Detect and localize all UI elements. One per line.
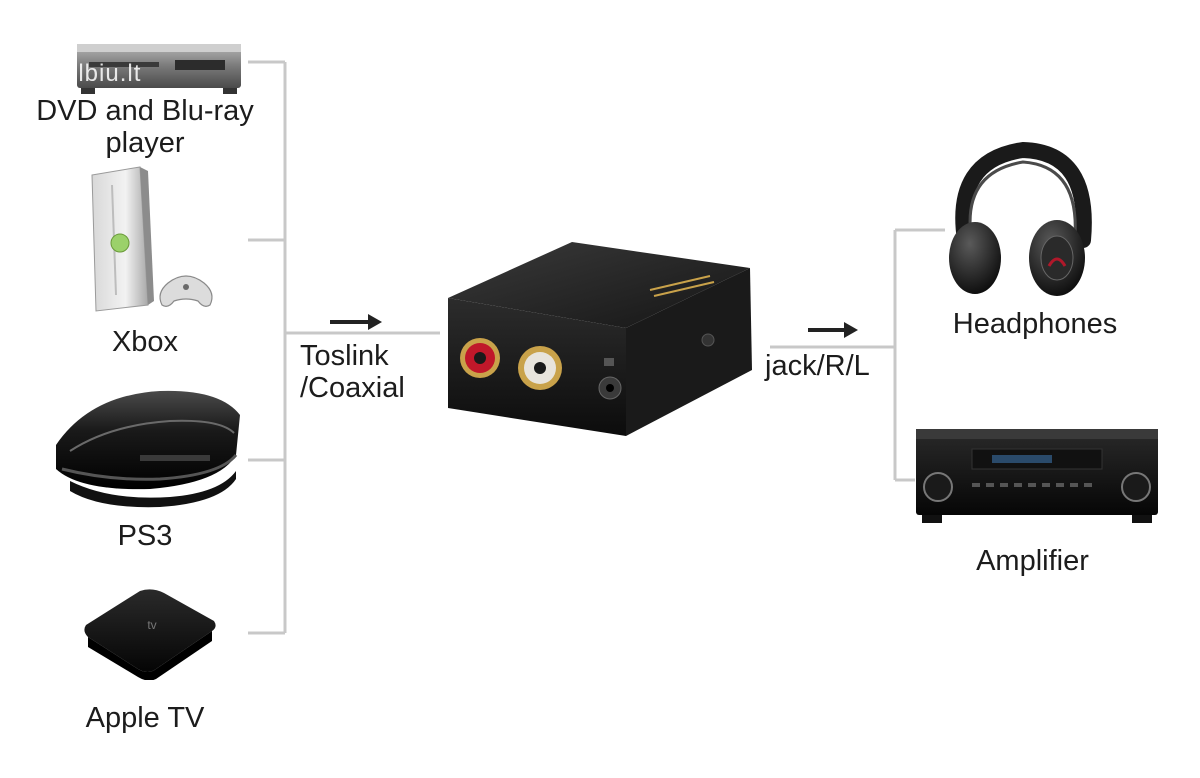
output-arrow-icon [808,322,858,338]
amplifier-icon [916,429,1158,523]
output-label-amplifier: Amplifier [976,545,1089,577]
svg-text:tv: tv [147,618,156,632]
watermark: skelbiu.lt [38,60,142,87]
headphones-icon [949,141,1092,296]
input-label: Toslink /Coaxial [300,340,405,404]
source-label-xbox: Xbox [111,326,179,358]
apple-tv-icon: tv [84,589,216,680]
ps3-console-icon [56,390,240,508]
xbox-console-icon [91,166,213,312]
source-label-bluray: DVD and Blu-ray player [36,95,254,159]
input-arrow-icon [330,314,382,330]
output-label: jack/R/L [765,350,870,382]
source-label-ps3: PS3 [117,520,173,552]
bluray-player-icon [77,44,241,94]
output-label-headphones: Headphones [952,308,1118,340]
dac-converter-icon [448,242,752,436]
source-label-appletv: Apple TV [85,702,205,734]
